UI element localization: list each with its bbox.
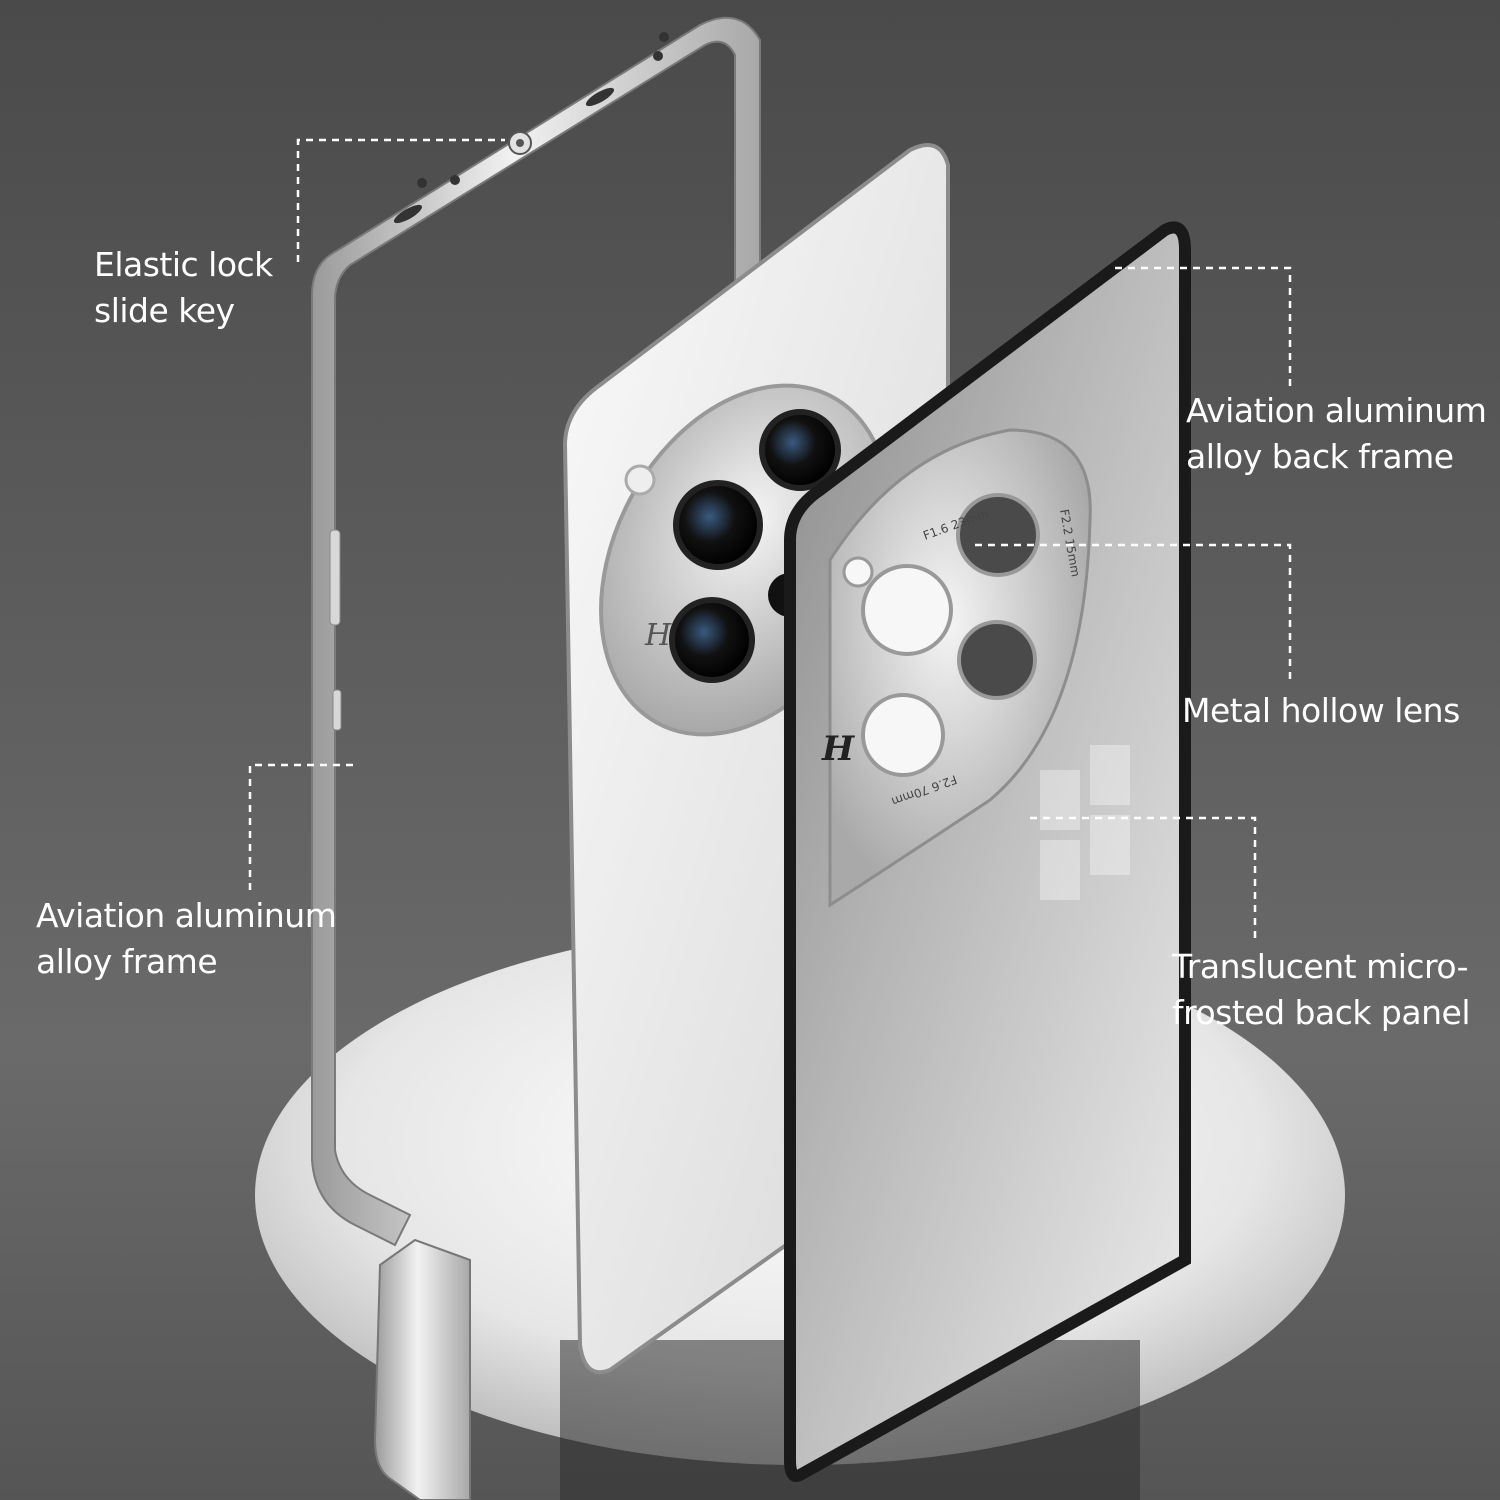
window-reflection [1040, 745, 1130, 900]
phone-flash [624, 464, 656, 496]
callout-lock [296, 138, 505, 262]
callout-lines [248, 138, 1292, 940]
phone-lens-wide [759, 409, 841, 491]
hollow-lens-tele [957, 620, 1037, 700]
phone-brand-mark: H [644, 618, 672, 653]
label-alloy-frame: Aviation aluminum alloy frame [36, 896, 337, 981]
label-back-frame: Aviation aluminum alloy back frame [1186, 391, 1487, 476]
callout-lens [975, 543, 1292, 685]
callout-panel [1030, 816, 1257, 940]
elastic-lock-key [508, 131, 532, 155]
back-panel: H F1.6 23mm F2.6 70mm F2.2 15mm [784, 221, 1191, 1482]
alloy-frame [311, 16, 761, 1500]
phone-lens-tele [669, 597, 755, 683]
phone-lens-main [673, 480, 763, 570]
hollow-flash [842, 556, 874, 588]
panel-brand-mark: H [821, 729, 856, 769]
callout-alloy-frame [248, 763, 358, 890]
label-elastic-lock: Elastic lock slide key [94, 245, 273, 330]
label-hollow-lens: Metal hollow lens [1182, 691, 1460, 730]
hollow-lens-wide [956, 493, 1040, 577]
callout-back-frame [1115, 266, 1292, 388]
hollow-lens-bottom [861, 693, 945, 777]
hollow-lens-main [861, 564, 953, 656]
label-back-panel: Translucent micro- frosted back panel [1172, 947, 1471, 1032]
